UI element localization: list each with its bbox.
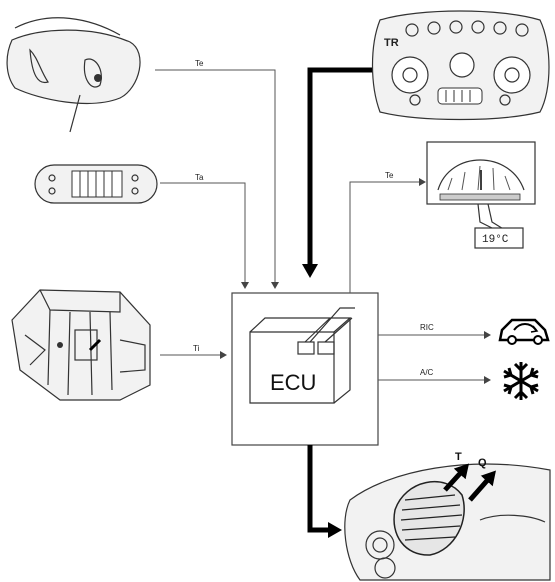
temperature-knob [392, 57, 428, 93]
temperature-readout: 19°C [482, 234, 509, 246]
airflow-quantity-label: Q [478, 457, 487, 469]
ecu-unit: ECU [232, 293, 378, 445]
te-signal-label: Te [195, 59, 204, 68]
outside-temperature-sensor-illustration [7, 18, 140, 132]
te-signal-line [155, 70, 275, 288]
ta-signal-line [160, 183, 245, 288]
vent-output-arrow [310, 445, 336, 530]
ecu-label: ECU [270, 370, 316, 395]
snowflake-icon [504, 362, 538, 400]
control-panel-illustration: TR [373, 11, 550, 120]
te-display-label: Te [385, 171, 394, 180]
ta-signal-label: Ta [195, 173, 204, 182]
ac-signal-label: A/C [420, 368, 434, 377]
air-vent-illustration: T Q [345, 451, 550, 580]
air-distribution-unit-illustration [12, 290, 150, 400]
air-distribution-knob [494, 57, 530, 93]
dashboard-display-illustration: 19°C [427, 142, 535, 248]
fan-speed-knob [450, 53, 474, 77]
interior-temperature-sensor-illustration [35, 165, 157, 203]
control-panel-command-arrow [310, 70, 378, 272]
te-display-line [350, 182, 425, 293]
ric-signal-label: RIC [420, 323, 434, 332]
control-panel-label: TR [384, 37, 399, 49]
recirculation-icon [500, 320, 548, 344]
temperature-flow-label: T [455, 451, 462, 463]
ti-signal-label: Ti [193, 344, 200, 353]
